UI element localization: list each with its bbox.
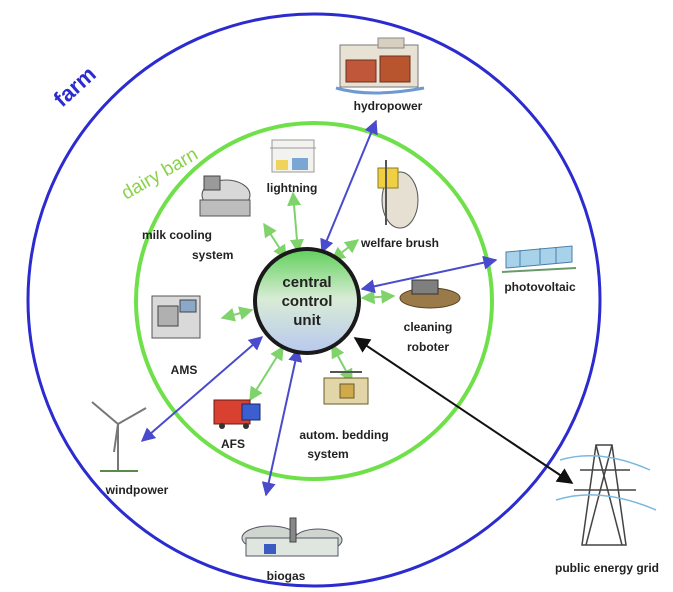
arrow-biogas <box>261 347 303 497</box>
bedding-system-icon <box>323 371 369 405</box>
ccu-line-1: central <box>282 274 331 291</box>
cleaning-label-1: cleaning <box>404 320 453 334</box>
biogas-label: biogas <box>267 569 306 583</box>
lightning-label: lightning <box>267 181 318 195</box>
arrow-grid <box>353 337 574 484</box>
ams-label: AMS <box>171 363 198 377</box>
arrow-photovoltaic <box>360 255 498 294</box>
welfare-brush-label: welfare brush <box>360 236 439 250</box>
cleaning-roboter-icon <box>399 279 461 309</box>
arrow-afs <box>249 345 284 402</box>
windpower-label: windpower <box>105 483 169 497</box>
lightning-icon <box>270 139 316 173</box>
ccu-line-3: unit <box>293 312 321 329</box>
afs-icon <box>213 399 261 429</box>
arrow-bedding <box>331 343 353 384</box>
arrow-windpower <box>140 336 264 442</box>
arrow-hydropower <box>320 119 378 254</box>
hydropower-label: hydropower <box>354 99 423 113</box>
energy-grid-icon <box>555 444 657 546</box>
welfare-brush-icon <box>377 160 419 229</box>
central-control-unit <box>253 247 361 355</box>
ams-icon <box>151 295 201 339</box>
arrow-cleaning <box>360 289 396 305</box>
energy-grid-label: public energy grid <box>555 561 659 575</box>
milk-cooling-label-2: system <box>192 248 233 262</box>
arrow-lightning <box>287 191 304 254</box>
farm-ring <box>26 12 602 588</box>
bedding-label-1: autom. bedding <box>299 428 388 442</box>
arrow-milk-cooling <box>263 222 287 260</box>
hydropower-icon <box>335 37 425 95</box>
milk-cooling-label-1: milk cooling <box>142 228 212 242</box>
milk-cooling-icon <box>199 175 251 217</box>
cleaning-label-2: roboter <box>407 340 449 354</box>
farm-label: farm <box>49 61 101 111</box>
bedding-label-2: system <box>307 447 348 461</box>
photovoltaic-label: photovoltaic <box>504 280 576 294</box>
arrow-ams <box>220 306 254 322</box>
biogas-icon <box>241 517 343 557</box>
dairy-barn-ring <box>134 121 494 481</box>
ccu-line-2: control <box>282 293 333 310</box>
windpower-icon <box>91 401 147 472</box>
photovoltaic-icon <box>501 245 577 273</box>
afs-label: AFS <box>221 437 245 451</box>
energy-arrows <box>140 119 498 497</box>
